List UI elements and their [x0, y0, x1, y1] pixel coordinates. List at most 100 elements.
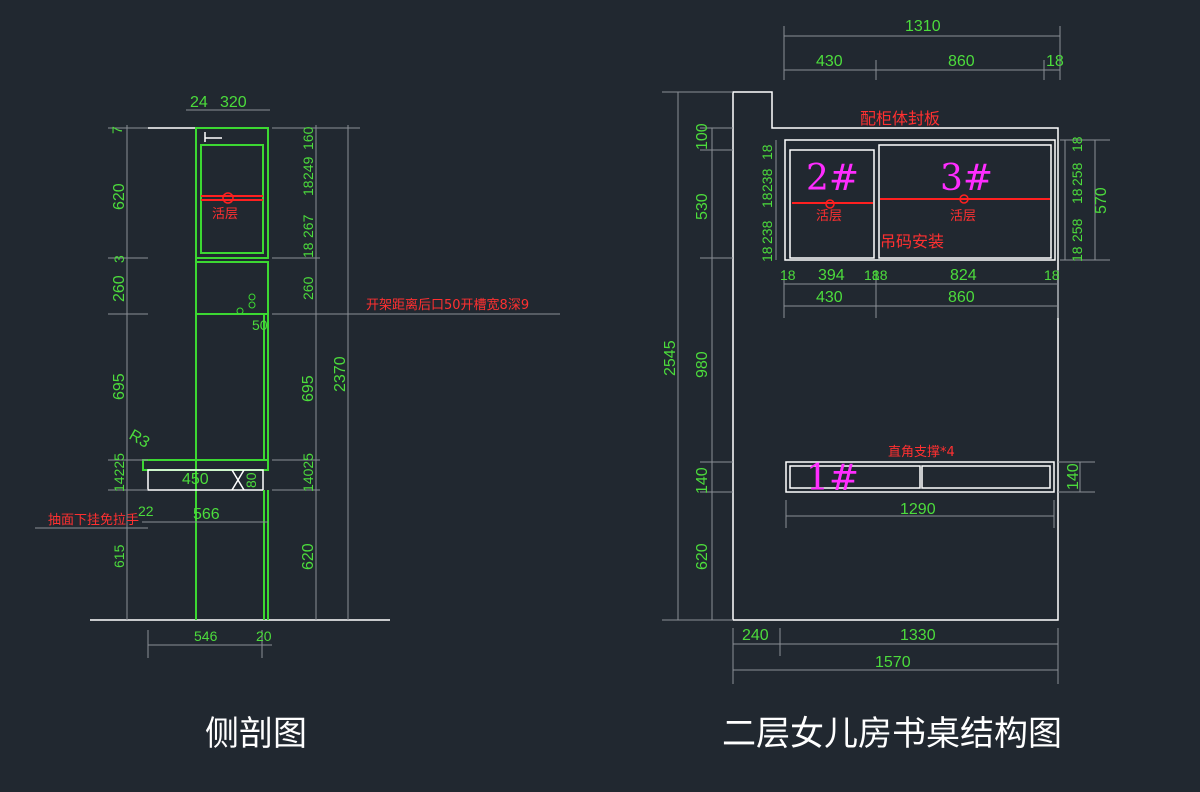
dim-label: 2370: [332, 356, 349, 392]
left-dims: 7 620 260 3 695 14225 615: [109, 126, 128, 568]
dim-label: 20: [256, 628, 272, 644]
drawer-detail: [231, 469, 245, 491]
dim-label: 450: [182, 471, 209, 488]
dim-label: 260: [300, 276, 316, 300]
dim-label: 18: [1069, 136, 1085, 152]
dim-label: 18: [1069, 246, 1085, 262]
dim-label: 430: [816, 289, 843, 306]
dim-label: 258: [1069, 162, 1085, 186]
structure-title: 二层女儿房书桌结构图: [722, 714, 1062, 754]
dim-label: 824: [950, 267, 977, 284]
dim-lines: [662, 26, 1110, 684]
shelf-note: 活层: [212, 207, 238, 222]
dim-label: 18: [1044, 267, 1060, 283]
hardware-icon: [248, 301, 256, 309]
dim-ticks: [272, 127, 560, 491]
radius-label: R3: [126, 427, 152, 452]
dim-label: 2545: [662, 340, 679, 376]
dim-label: 860: [948, 53, 975, 70]
dim-label: 566: [193, 506, 220, 523]
dim-label: 695: [111, 373, 128, 400]
dim-label: 860: [948, 289, 975, 306]
dim-label: 240: [742, 627, 769, 644]
dim-label: 14225: [111, 453, 127, 492]
cabinet-mark-3: 3#: [940, 158, 993, 199]
dim-label: 546: [194, 628, 218, 644]
dim-label: 980: [694, 351, 711, 378]
dim-label: 7: [109, 126, 125, 134]
dim-label: 140: [1065, 463, 1082, 490]
dim-label: 570: [1093, 187, 1110, 214]
drawer: [147, 469, 264, 491]
upper-cabinet-frame: [784, 139, 1056, 261]
sealing-label: 配柜体封板: [860, 109, 940, 128]
dim-label: 260: [111, 275, 128, 302]
wall-outline: [732, 91, 1059, 621]
inner-right-dims: 18 258 18 258 18: [1069, 136, 1085, 262]
dim-label: 394: [818, 267, 845, 284]
dim-label: 18: [759, 144, 775, 160]
dim-label: 267: [300, 214, 316, 238]
hardware-icon: [248, 293, 256, 301]
dim-label: 18: [300, 242, 316, 258]
cabinet-2: [789, 149, 875, 259]
side-section-title: 侧剖图: [205, 714, 307, 754]
cabinet-mark-2: 2#: [806, 158, 859, 199]
dim-label: 530: [694, 193, 711, 220]
desk-top: [142, 459, 269, 471]
desk-cell: [789, 465, 921, 489]
drawer-note: 抽面下挂免拉手: [48, 513, 139, 528]
dim-label: 160: [300, 126, 316, 150]
shelf-pin-icon: [825, 199, 835, 209]
shelf-label: 活层: [816, 209, 842, 224]
dim-label: 1290: [900, 501, 936, 518]
dim-label: 18: [300, 180, 316, 196]
dim-label: 3: [111, 255, 127, 263]
cabinet-mark-1: 1#: [806, 458, 859, 499]
dim-label: 18: [872, 267, 888, 283]
upper-cabinet: [195, 127, 269, 259]
dim-label: 430: [816, 53, 843, 70]
dim-label: 320: [220, 94, 247, 111]
corner-support-label: 直角支撑*4: [888, 445, 955, 460]
hanger-label: 吊码安装: [880, 232, 944, 251]
dim-label: 258: [1069, 218, 1085, 242]
structure-view: 1310 430 860 18 配柜体封板 2# 3# 活层 活层 吊码安装 2…: [662, 18, 1110, 754]
desk-1: [785, 461, 1055, 493]
dim-label: 100: [694, 123, 711, 150]
dim-label: 18: [759, 246, 775, 262]
dim-label: 18: [1069, 188, 1085, 204]
dim-label: 620: [111, 183, 128, 210]
dim-label: 22: [138, 503, 154, 519]
dim-ticks: [108, 127, 148, 491]
dim-label: 14025: [300, 453, 316, 492]
slot-note: 开架距离后口50开槽宽8深9: [366, 297, 529, 313]
shelf-label: 活层: [950, 209, 976, 224]
shelf-pin-icon: [959, 194, 969, 204]
dim-label: 249: [300, 156, 316, 180]
dim-label: 1310: [905, 18, 941, 35]
side-section-view: 24 320 7 620 260 3 695 14225 615 160 249…: [35, 94, 560, 754]
dim-label: 1330: [900, 627, 936, 644]
dim-label: 615: [111, 544, 127, 568]
right-dims: 160 249 18 267 18 260 695 14025 620 2370: [300, 126, 349, 570]
shelf-pin-icon: [222, 192, 234, 204]
dim-label: 18: [780, 267, 796, 283]
dim-label: 1570: [875, 654, 911, 671]
dim-label: 238: [759, 168, 775, 192]
dim-label: 620: [694, 543, 711, 570]
cabinet-3: [878, 144, 1052, 259]
inner-left-dims: 18 238 18 238 18: [759, 144, 775, 262]
dim-label: 18: [759, 192, 775, 208]
dim-label: 18: [1046, 53, 1064, 70]
dim-label: 80: [243, 472, 259, 488]
dim-label: 140: [694, 467, 711, 494]
mid-dims: 18 394 18 18 824 18 430 860: [780, 267, 1060, 306]
dim-label: 50: [252, 317, 268, 333]
dim-label: 620: [300, 543, 317, 570]
dim-label: 18: [864, 267, 880, 283]
dim-label: 24: [190, 94, 208, 111]
desk-cell: [921, 465, 1051, 489]
middle-cabinet: [195, 261, 269, 315]
